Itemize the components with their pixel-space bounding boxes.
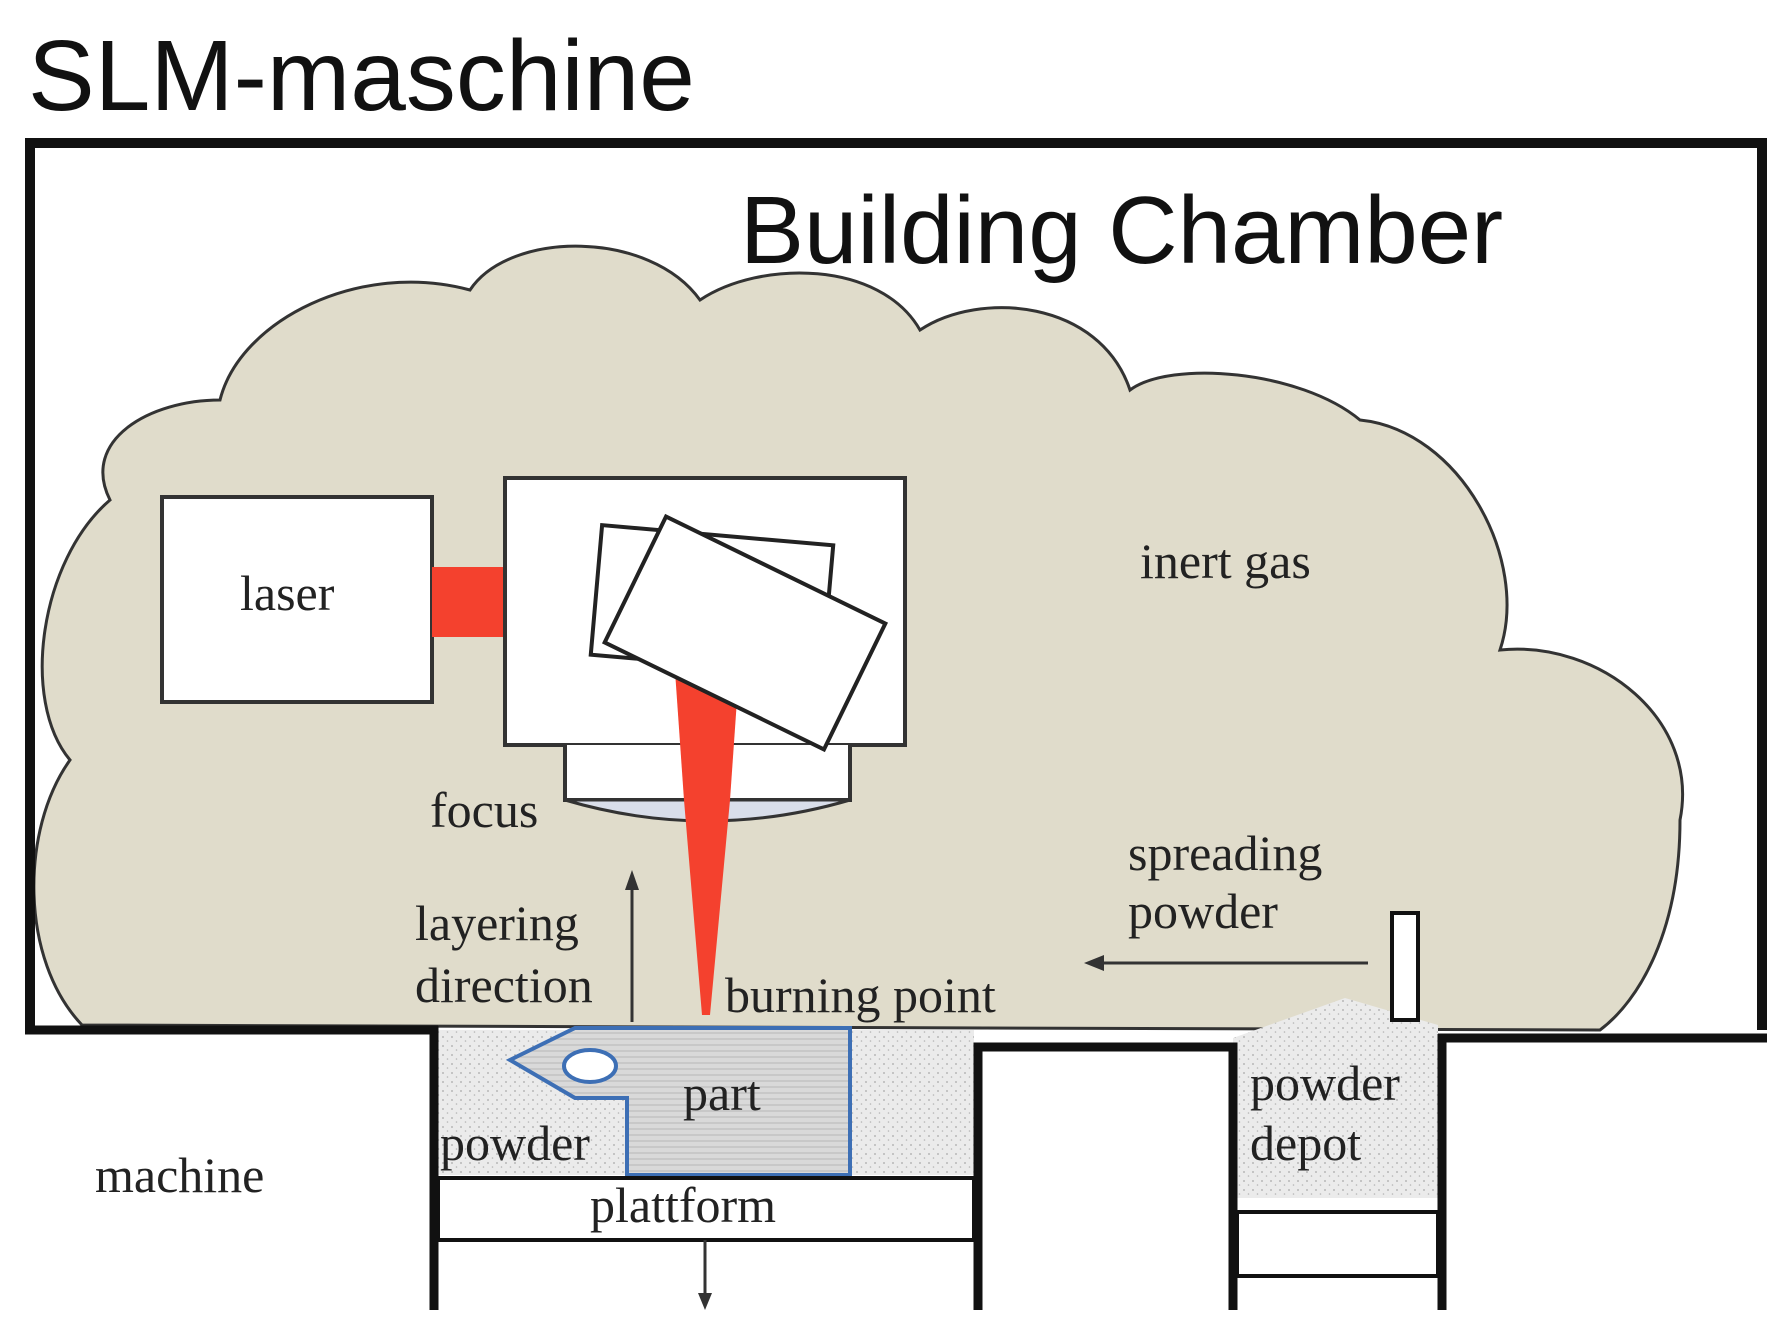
machine-label: machine [95, 1147, 264, 1203]
burning-point-label: burning point [725, 967, 996, 1023]
part-hole [562, 1048, 618, 1084]
part-label: part [683, 1065, 761, 1121]
spreading-powder-label-line1: spreading [1128, 825, 1322, 881]
recoater-blade [1390, 911, 1420, 1022]
layering-direction-label-line1: layering [415, 895, 579, 951]
powder-depot-label-line2: depot [1250, 1115, 1361, 1171]
plattform-label: plattform [590, 1177, 776, 1233]
powder-depot-label-line1: powder [1250, 1055, 1400, 1111]
building-chamber-wall [25, 138, 1767, 1030]
powder-depot-fill [1233, 998, 1438, 1198]
building-chamber-label: Building Chamber [740, 177, 1503, 284]
machine-block [973, 1042, 1238, 1310]
diagram-title: SLM-maschine [28, 20, 695, 132]
depot-piston [1235, 1210, 1440, 1278]
laser-label: laser [240, 565, 335, 621]
inert-gas-label: inert gas [1140, 533, 1311, 589]
layering-direction-arrow-head [625, 870, 639, 890]
powder-label: powder [440, 1115, 590, 1171]
platform-down-arrow-head [698, 1293, 712, 1310]
focus-label: focus [430, 782, 538, 838]
spreading-arrow-head [1084, 955, 1104, 971]
scanner-mirror-front [601, 513, 889, 753]
layering-direction-label-line2: direction [415, 957, 593, 1013]
build-platform [436, 1176, 976, 1242]
spreading-powder-label-line2: powder [1128, 883, 1278, 939]
laser-box [160, 495, 434, 704]
laser-beam-vertical [672, 628, 742, 1015]
